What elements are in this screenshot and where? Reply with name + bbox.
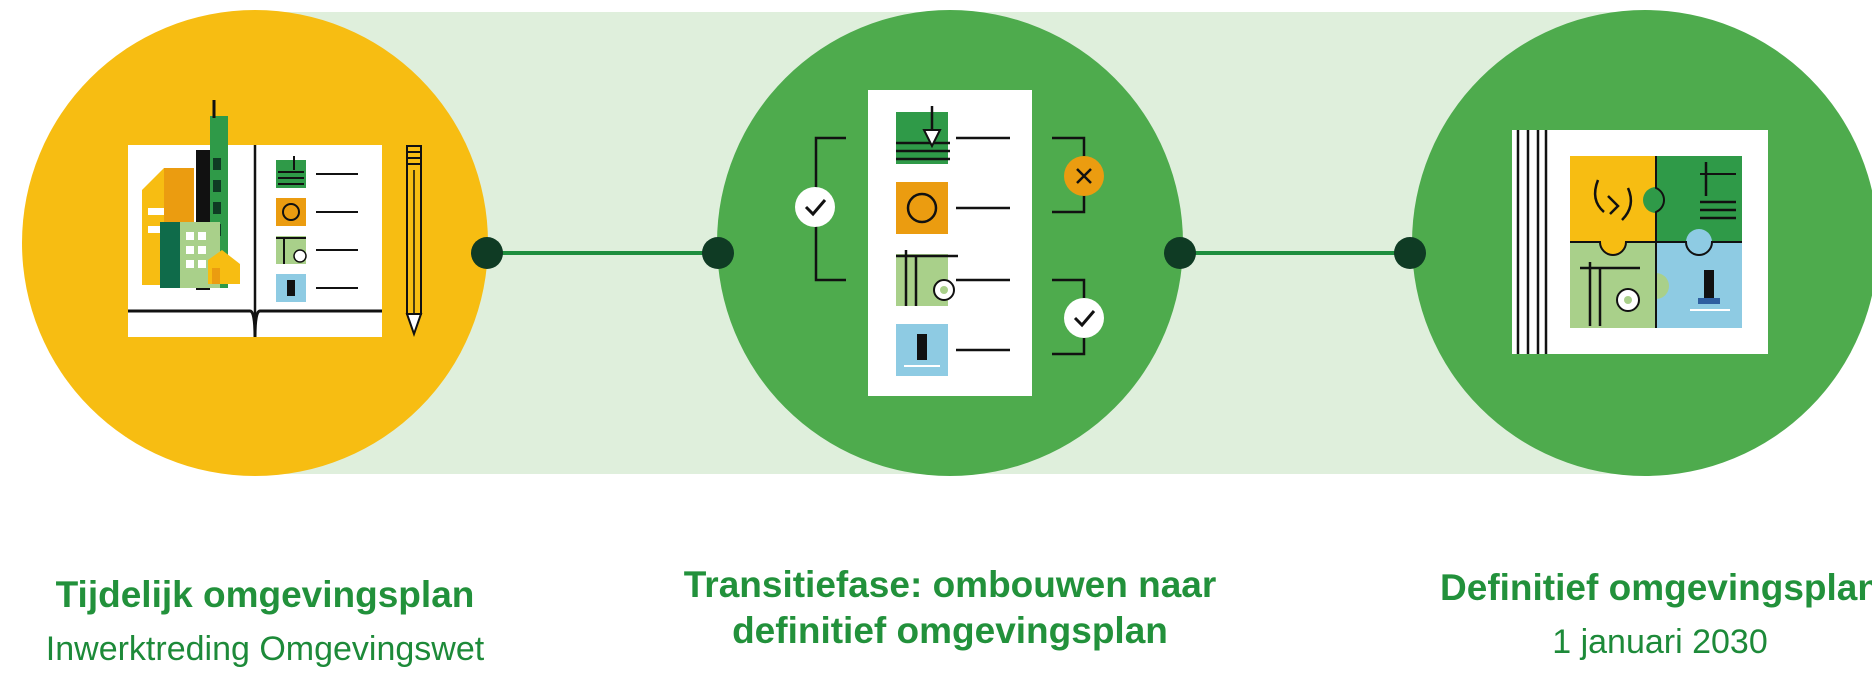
step-3-caption: Definitief omgevingsplan 1 januari 2030 xyxy=(1380,565,1872,665)
open-book-city-icon xyxy=(128,100,423,338)
step-1-title: Tijdelijk omgevingsplan xyxy=(55,574,475,615)
puzzle-document-icon xyxy=(1512,130,1768,354)
step-3-subtitle: 1 januari 2030 xyxy=(1552,623,1768,661)
node-2-right xyxy=(1164,237,1196,269)
step-2-title: Transitiefase: ombouwen naar definitief … xyxy=(683,564,1217,651)
step-1-caption: Tijdelijk omgevingsplan Inwerktreding Om… xyxy=(0,572,530,672)
step-2-caption: Transitiefase: ombouwen naar definitief … xyxy=(650,562,1250,654)
node-1-right xyxy=(471,237,503,269)
node-2-left xyxy=(702,237,734,269)
checklist-sorting-icon xyxy=(795,90,1104,396)
step-3-title: Definitief omgevingsplan xyxy=(1440,567,1872,608)
node-3-left xyxy=(1394,237,1426,269)
step-1-subtitle: Inwerktreding Omgevingswet xyxy=(45,630,485,668)
